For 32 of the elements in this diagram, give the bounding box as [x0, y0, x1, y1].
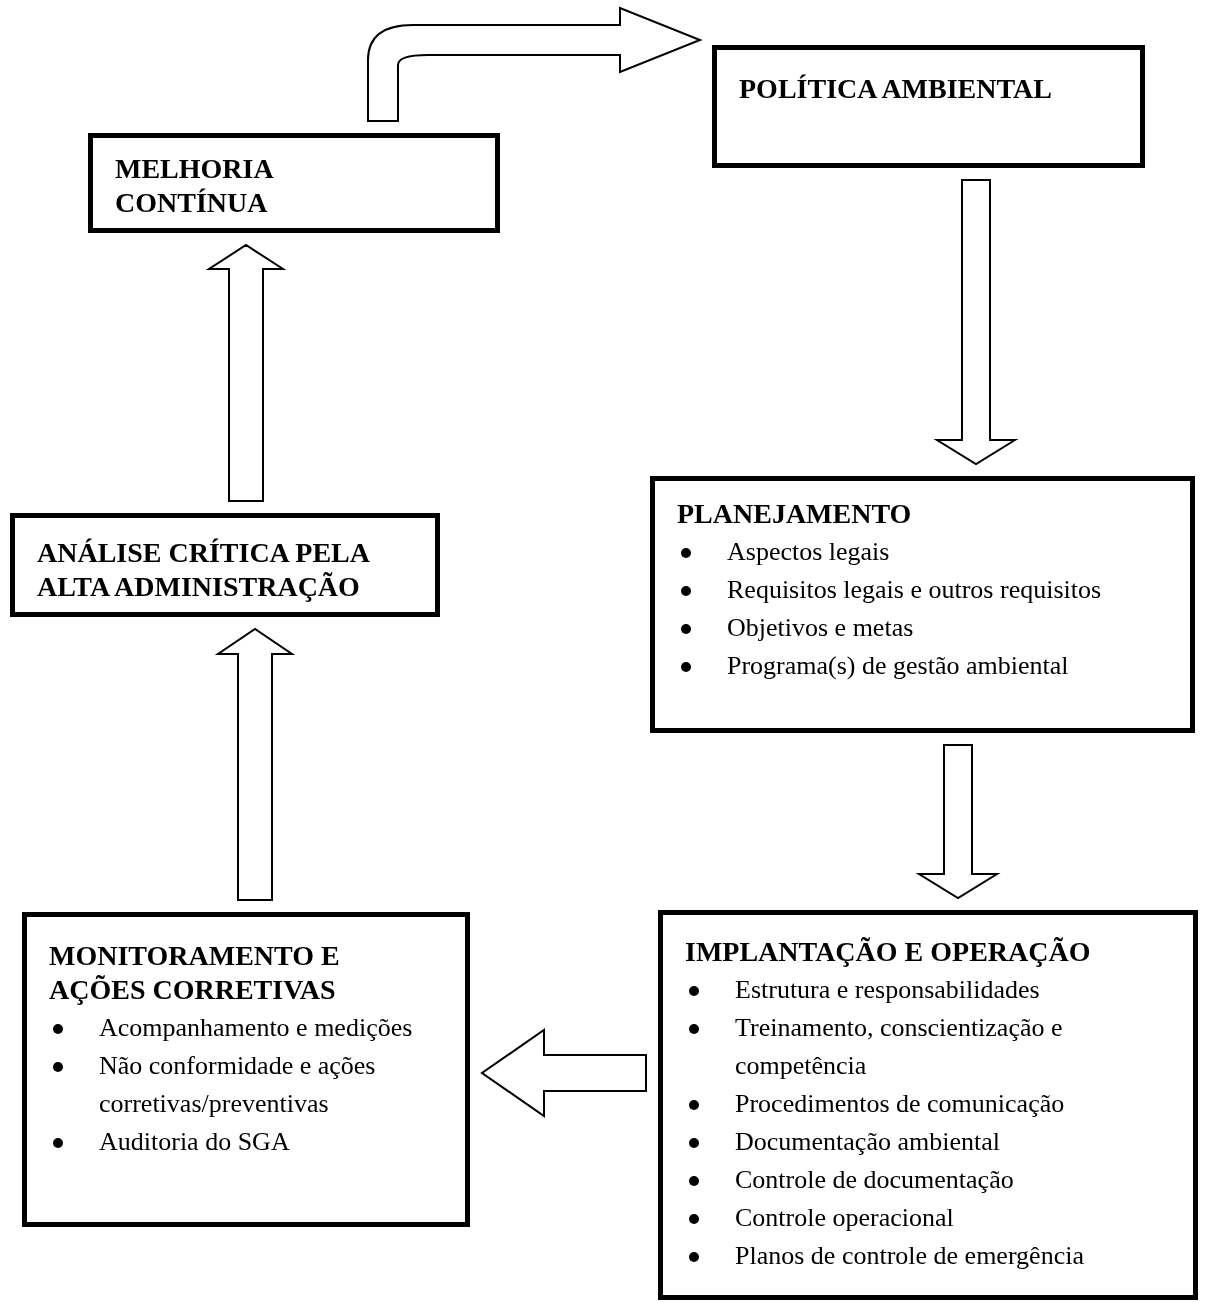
process-box	[658, 910, 1198, 1300]
list-item: Não conformidade e ações corretivas/preventivas	[99, 1050, 377, 1120]
list-item: Auditoria do SGA	[99, 1126, 290, 1158]
list-item: Documentação ambiental	[735, 1126, 1000, 1158]
list-item: Controle operacional	[735, 1202, 954, 1234]
box-heading: ANÁLISE CRÍTICA PELA ALTA ADMINISTRAÇÃO	[37, 536, 370, 604]
list-item: Estrutura e responsabilidades	[735, 974, 1040, 1006]
block-arrow	[205, 243, 287, 502]
list-item: Planos de controle de emergência	[735, 1240, 1084, 1272]
list-item: Aspectos legais	[727, 536, 890, 568]
list-item: Objetivos e metas	[727, 612, 914, 644]
process-box	[88, 133, 500, 233]
box-heading: MELHORIA CONTÍNUA	[115, 152, 274, 220]
list-item: Programa(s) de gestão ambiental	[727, 650, 1069, 682]
list-item: Acompanhamento e medições	[99, 1012, 413, 1044]
block-arrow	[480, 1028, 647, 1118]
box-heading: PLANEJAMENTO	[677, 497, 913, 531]
process-box	[10, 513, 440, 617]
process-box	[650, 476, 1195, 733]
list-item: Treinamento, conscientização e competência	[735, 1012, 1064, 1082]
list-item: Requisitos legais e outros requisitos	[727, 574, 1102, 606]
box-heading: MONITORAMENTO E AÇÕES CORRETIVAS	[49, 939, 341, 1007]
block-arrow	[933, 179, 1019, 466]
box-heading: POLÍTICA AMBIENTAL	[739, 72, 1053, 106]
list-item: Procedimentos de comunicação	[735, 1088, 1065, 1120]
box-heading: IMPLANTAÇÃO E OPERAÇÃO	[685, 935, 1092, 969]
list-item: Controle de documentação	[735, 1164, 1014, 1196]
process-box	[22, 912, 470, 1227]
block-arrow	[915, 744, 1001, 900]
block-arrow	[214, 627, 296, 901]
block-arrow	[367, 7, 701, 122]
process-box	[712, 45, 1145, 168]
